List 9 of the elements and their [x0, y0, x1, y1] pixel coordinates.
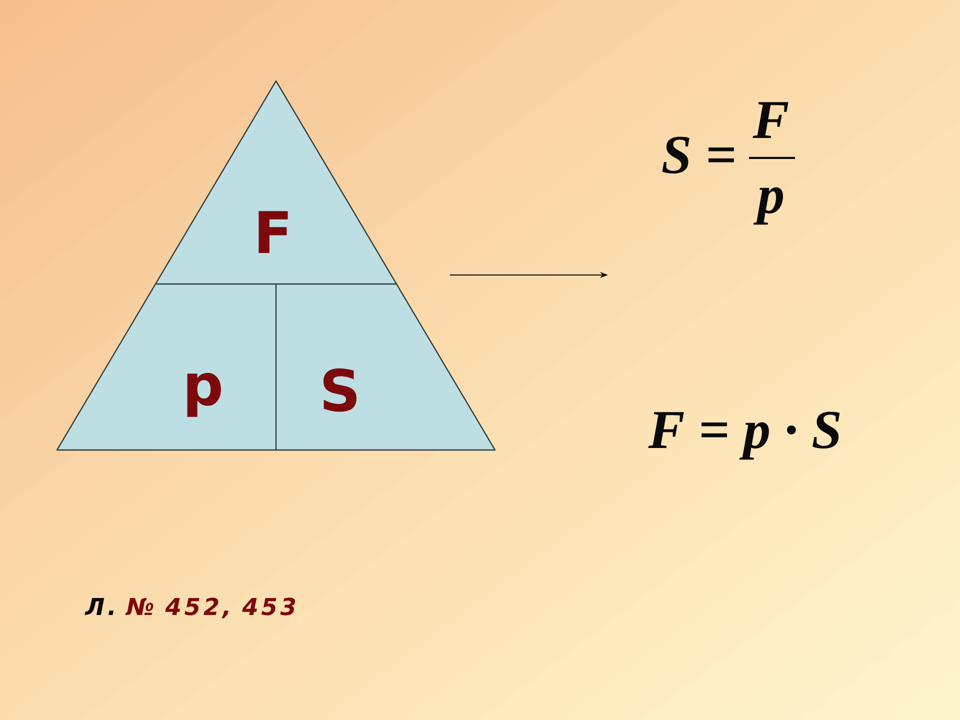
- reference-text: Л.: [84, 598, 114, 615]
- variable-letter: S: [323, 368, 356, 412]
- variable-letter: p: [187, 372, 221, 417]
- formula-text: F: [752, 102, 788, 138]
- variable-letter: F: [258, 211, 288, 253]
- formula-text: S =: [662, 136, 734, 174]
- formula-text: p: [753, 187, 784, 225]
- formula-text: F = p · S: [648, 412, 840, 460]
- reference-text: № 452, 453: [125, 598, 296, 618]
